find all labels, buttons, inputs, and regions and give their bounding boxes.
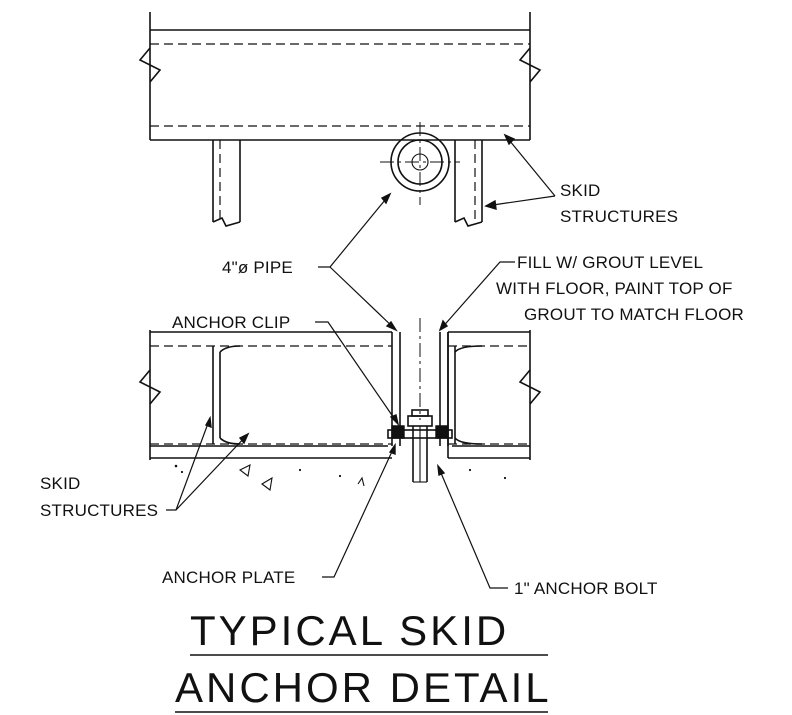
anchor-bolt: [412, 426, 428, 483]
top-skid-leg-right: [454, 140, 483, 227]
skid-structures-bottom-label-line1: SKID: [40, 474, 80, 493]
top-beam: [138, 12, 542, 141]
pipe-label: 4"ø PIPE: [222, 258, 293, 277]
pipe-plan-view: [380, 122, 460, 205]
anchor-plate-label: ANCHOR PLATE: [162, 568, 295, 587]
anchor-bolt-label: 1" ANCHOR BOLT: [514, 579, 658, 598]
skid-channel-left: [212, 345, 241, 445]
grout-label-line3: GROUT TO MATCH FLOOR: [524, 305, 744, 324]
title-line2: ANCHOR DETAIL: [175, 664, 552, 711]
leader-lines: [166, 133, 556, 589]
skid-structures-bottom-label-line2: STRUCTURES: [40, 501, 158, 520]
skid-channel-right: [447, 332, 483, 458]
top-skid-leg-left: [212, 140, 241, 227]
grout-label-line1: FILL W/ GROUT LEVEL: [517, 253, 703, 272]
bottom-beam: [138, 330, 542, 460]
grout-label-line2: WITH FLOOR, PAINT TOP OF: [496, 279, 733, 298]
skid-structures-top-label-line1: SKID: [560, 181, 600, 200]
floor-line: [150, 445, 530, 491]
title-line1: TYPICAL SKID: [190, 607, 509, 654]
skid-structures-top-label-line2: STRUCTURES: [560, 207, 678, 226]
anchor-clip-label: ANCHOR CLIP: [172, 313, 290, 332]
